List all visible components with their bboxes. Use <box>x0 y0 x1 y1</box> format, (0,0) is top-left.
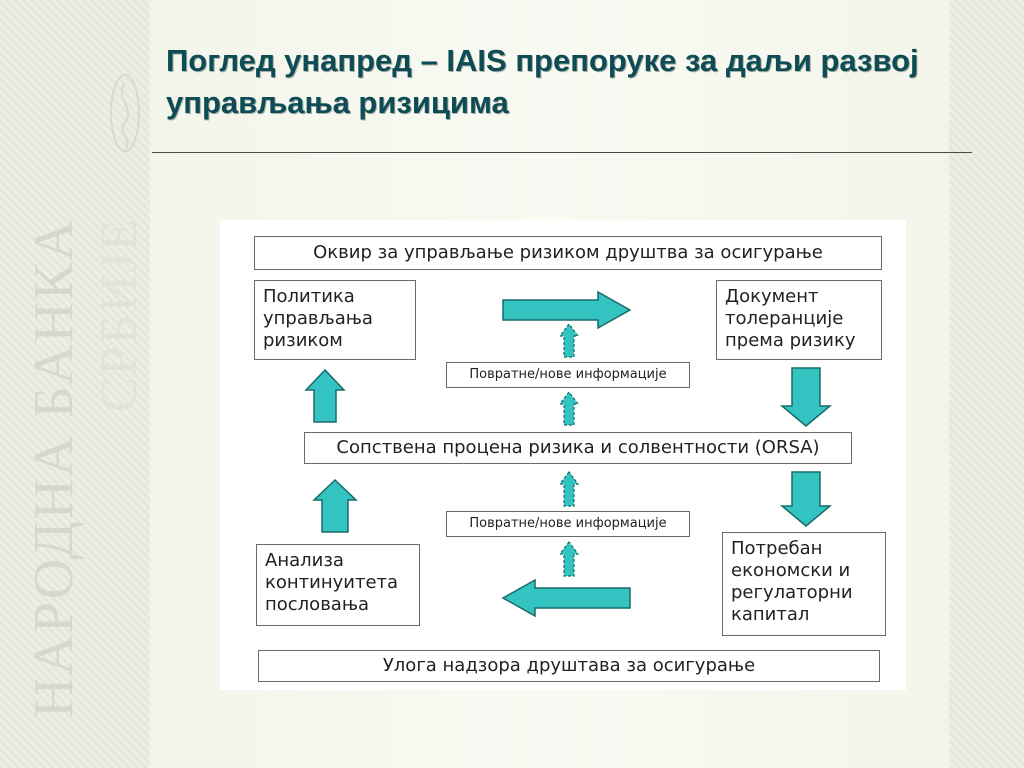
arrow-left-icon <box>501 578 631 618</box>
continuity-box: Анализа континуитета пословања <box>256 544 420 626</box>
arrow-right-icon <box>502 290 632 330</box>
dashed-arrow-up-icon <box>558 471 580 507</box>
dashed-arrow-up-icon <box>558 391 580 426</box>
capital-box: Потребан економски и регулаторни капитал <box>722 532 886 636</box>
tolerance-box: Документ толеранције према ризику <box>716 280 882 360</box>
dashed-arrow-up-icon <box>558 323 580 358</box>
arrow-up-icon <box>304 368 346 423</box>
watermark-country: СРБИЈЕ <box>91 216 148 412</box>
watermark-bank-name: НАРОДНА БАНКА <box>23 218 85 718</box>
left-pattern-strip <box>0 0 150 768</box>
right-pattern-strip <box>949 0 1024 768</box>
slide-title: Поглед унапред – IAIS препоруке за даљи … <box>166 43 919 120</box>
top-banner-box: Оквир за управљање ризиком друштва за ос… <box>254 236 882 270</box>
dashed-arrow-up-icon <box>558 541 580 577</box>
arrow-up-icon <box>312 478 358 533</box>
feedback-top-box: Повратне/нове информације <box>446 362 690 388</box>
title-divider <box>152 152 972 153</box>
orsa-box: Сопствена процена ризика и солвентности … <box>304 432 852 464</box>
feedback-bottom-box: Повратне/нове информације <box>446 511 690 537</box>
policy-box: Политика управљања ризиком <box>254 280 416 360</box>
bottom-banner-box: Улога надзора друштава за осигурање <box>258 650 880 682</box>
arrow-down-icon <box>779 471 833 527</box>
diagram-arrows <box>304 290 833 618</box>
watermark-seal-icon <box>106 68 144 158</box>
arrow-down-icon <box>779 367 833 427</box>
diagram-panel: Оквир за управљање ризиком друштва за ос… <box>220 220 906 690</box>
